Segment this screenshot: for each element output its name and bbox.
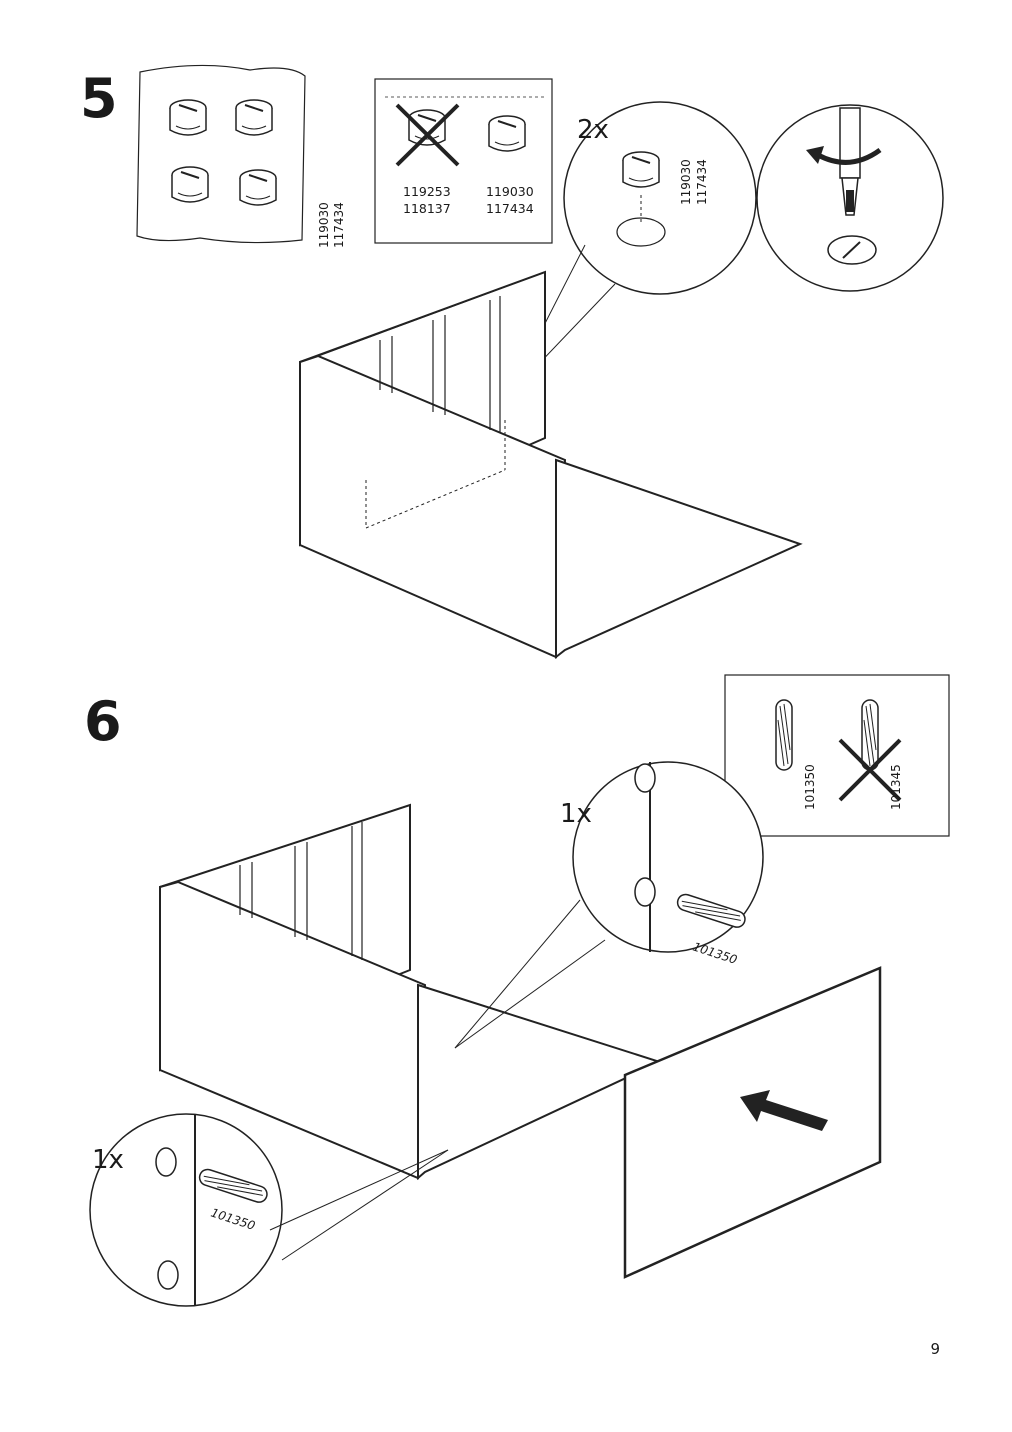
page-number: 9: [930, 1340, 940, 1358]
cabinet-step6: [159, 803, 663, 1181]
compare-box-step6: [724, 674, 950, 837]
accepted-cam-icon: [488, 115, 526, 152]
detail-circle-dowel-top: [454, 761, 764, 1049]
dowel-code-top: 101350: [691, 940, 739, 968]
detail-qty-bottom: 1x: [92, 1145, 124, 1175]
rejected-code-2: 118137: [403, 201, 451, 216]
compare-box-step5: [374, 78, 553, 244]
dowel-code-rejected: 101345: [889, 764, 903, 810]
cabinet-step5: [299, 270, 803, 660]
accepted-code-2: 117434: [486, 201, 534, 216]
bag-code-1: 119030: [317, 202, 331, 248]
rejected-dowel-icon: [861, 699, 879, 771]
rejected-cam-icon: [408, 109, 446, 146]
detail-code-1: 119030: [679, 159, 693, 205]
detail-qty-top: 1x: [560, 799, 592, 829]
bag-code-2: 117434: [332, 202, 346, 248]
detail-qty-step5: 2x: [577, 115, 609, 145]
accepted-code-1: 119030: [486, 184, 534, 199]
hardware-bag: [136, 64, 306, 244]
wooden-dowel-icon: [775, 699, 793, 771]
detail-code-2: 117434: [695, 159, 709, 205]
detail-circle-dowel-bottom: [89, 1113, 449, 1307]
detail-circle-screwdriver: [756, 104, 944, 292]
rejected-code-1: 119253: [403, 184, 451, 199]
dowel-code-accepted: 101350: [803, 764, 817, 810]
push-arrow-icon: [740, 1090, 828, 1131]
side-panel-step6: [623, 966, 882, 1279]
reject-cross-icon: [838, 738, 902, 802]
reject-cross-icon: [395, 103, 460, 167]
step-5-number: 5: [80, 67, 118, 130]
rotate-arrow-icon: [806, 146, 882, 165]
step-6-number: 6: [84, 690, 122, 753]
